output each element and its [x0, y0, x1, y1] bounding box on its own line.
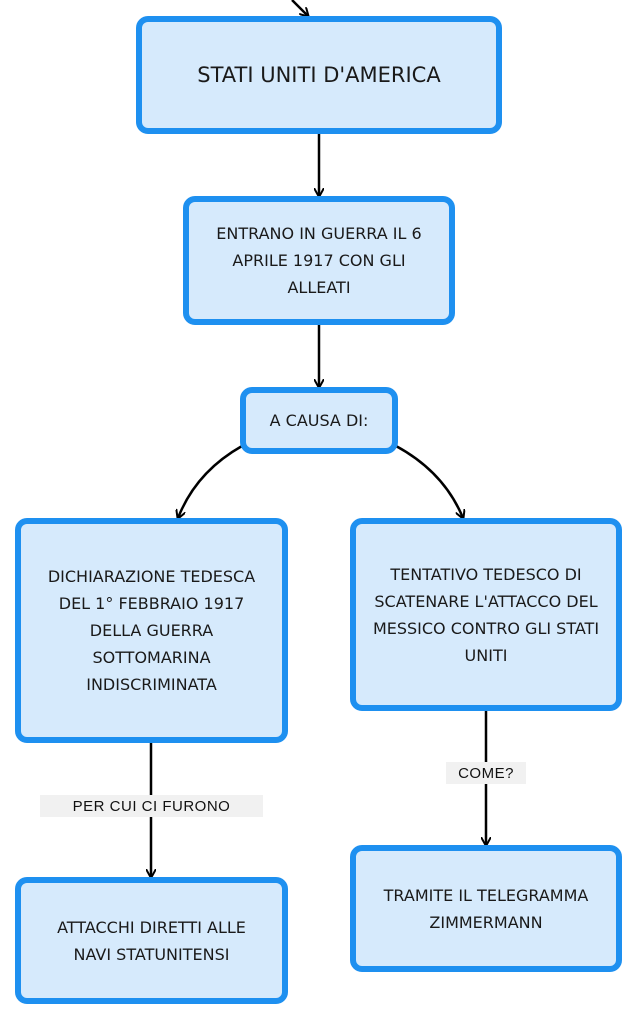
edge-cause-to-attempt [395, 444, 463, 518]
node-entry[interactable]: ENTRANO IN GUERRA IL 6 APRILE 1917 CON G… [183, 196, 455, 325]
node-usa-label: STATI UNITI D'AMERICA [197, 62, 441, 87]
node-declaration-label: DICHIARAZIONE TEDESCA DEL 1° FEBBRAIO 19… [47, 567, 256, 694]
node-telegram[interactable]: TRAMITE IL TELEGRAMMA ZIMMERMANN [350, 845, 622, 972]
node-usa[interactable]: STATI UNITI D'AMERICA [136, 16, 502, 134]
edge-label-consequence: PER CUI CI FURONO [40, 795, 263, 817]
node-cause-label: A CAUSA DI: [269, 411, 369, 430]
edge-cause-to-declaration [178, 444, 243, 518]
edge-incoming-top [291, 0, 308, 16]
node-attacks-label: ATTACCHI DIRETTI ALLE NAVI STATUNITENSI [57, 917, 246, 964]
node-telegram-label: TRAMITE IL TELEGRAMMA ZIMMERMANN [383, 885, 589, 932]
node-entry-label: ENTRANO IN GUERRA IL 6 APRILE 1917 CON G… [216, 224, 422, 297]
node-declaration[interactable]: DICHIARAZIONE TEDESCA DEL 1° FEBBRAIO 19… [15, 518, 288, 743]
node-cause[interactable]: A CAUSA DI: [240, 387, 398, 454]
node-attempt[interactable]: TENTATIVO TEDESCO DI SCATENARE L'ATTACCO… [350, 518, 622, 711]
node-attempt-label: TENTATIVO TEDESCO DI SCATENARE L'ATTACCO… [372, 564, 600, 665]
node-attacks[interactable]: ATTACCHI DIRETTI ALLE NAVI STATUNITENSI [15, 877, 288, 1004]
edge-label-how: COME? [446, 762, 526, 784]
